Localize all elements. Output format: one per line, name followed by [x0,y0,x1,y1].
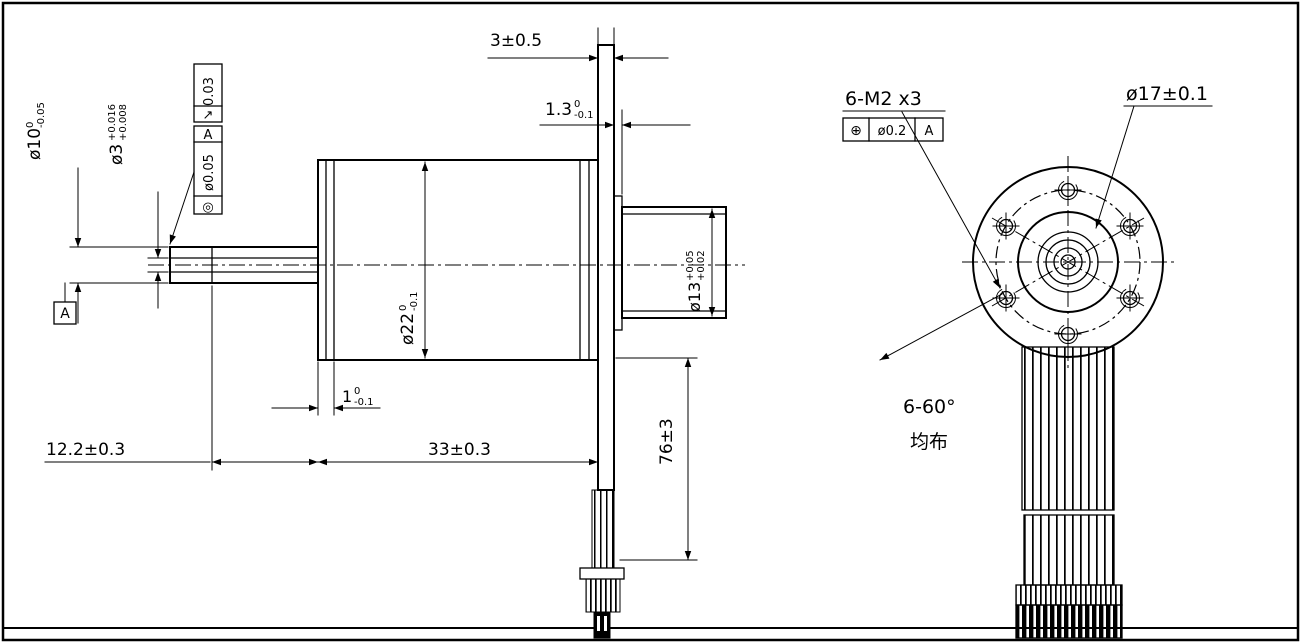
dim-d22-tol-top: 0 [398,305,409,311]
dim-body-d22: ø22 0 -0.1 [398,161,429,359]
motor-body-outline [317,159,599,361]
connector-pins [1015,604,1123,639]
dim-boss-d13: ø13 +0.05 +0.02 [685,208,716,317]
dim-flange-thickness: 1 0 -0.1 [271,361,381,416]
position-tolerance-value: ø0.2 [878,124,907,139]
dim-shaft-d10: ø10 0 -0.05 [25,102,169,324]
dim-33-text: 33±0.3 [428,440,491,460]
connector-housing [1015,584,1123,606]
dim-76-text: 76±3 [657,418,677,465]
spacer-ring-outline [613,195,623,331]
spacing-note-text: 均布 [910,431,948,453]
datum-a-symbol: A [53,282,77,325]
dim-d13-main: ø13 [685,282,704,312]
rear-plate-outline [597,44,615,491]
circular-runout-icon: ↗ [203,108,214,123]
dim-d17-text: ø17±0.1 [1126,83,1208,105]
dim-1-tol-bot: -0.1 [354,397,374,408]
dim-d3-tol-top: +0.016 [107,104,118,141]
dim-122-text: 12.2±0.3 [46,440,125,460]
dim-d10-tol-bot: -0.05 [36,102,47,128]
datum-a-label: A [60,306,70,322]
dim-d3-tol-bot: +0.008 [118,104,129,141]
dim-shaft-length: 12.2±0.3 [44,285,319,471]
angle-note-text: 6-60° [903,396,956,418]
dim-1-tol-top: 0 [354,386,360,397]
concentricity-icon: ◎ [202,200,213,215]
dim-step-width: 1.3 0 -0.1 [539,99,691,195]
side-view: ø10 0 -0.05 ø3 +0.016 +0.008 0.03 ↗ [25,27,745,639]
dim-d13-tol-bot: +0.02 [696,250,707,281]
angle-note-group: 6-60° 均布 [879,293,1003,453]
fcf-concentricity-value: ø0.05 [202,154,217,191]
dim-shaft-d3: ø3 +0.016 +0.008 [107,104,169,309]
fcf-datum-ref: A [204,128,213,143]
dim-d10-main: ø10 [25,128,45,160]
dim-d22-main: ø22 [398,313,418,345]
front-cable [1015,346,1123,639]
dim-1-main: 1 [342,387,352,406]
front-view: 6-M2 x3 ⊕ ø0.2 A ø17±0.1 6-60° 均布 [842,83,1213,639]
dim-3-text: 3±0.5 [490,31,542,51]
dim-body-length: 33±0.3 [317,440,599,466]
dim-13-main: 1.3 [545,100,572,120]
dim-d10-tol-top: 0 [25,122,36,128]
fcf-concentricity-frame: A ø0.05 ◎ [169,125,223,245]
dim-plate-thickness: 3±0.5 [487,27,669,62]
thread-note-text: 6-M2 x3 [845,88,922,110]
position-tolerance-icon: ⊕ [850,123,862,139]
fcf-runout-value: 0.03 [202,77,217,106]
position-datum-ref: A [925,124,934,139]
dim-d22-tol-bot: -0.1 [409,291,420,311]
dim-cable-length: 76±3 [615,357,698,561]
thread-note-group: 6-M2 x3 ⊕ ø0.2 A [842,88,1001,289]
dim-d3-main: ø3 [107,144,127,165]
dim-13-tol-bot: -0.1 [574,110,594,121]
rear-boss-outline [621,206,727,319]
side-cable [579,489,625,639]
front-face-circles [972,166,1164,358]
fcf-runout-frame: 0.03 ↗ [193,63,223,123]
shaft-outline [169,246,319,284]
dim-d13-tol-top: +0.05 [685,250,696,281]
bolt-circle-dim-group: ø17±0.1 [1095,83,1213,229]
dim-13-tol-top: 0 [574,99,580,110]
